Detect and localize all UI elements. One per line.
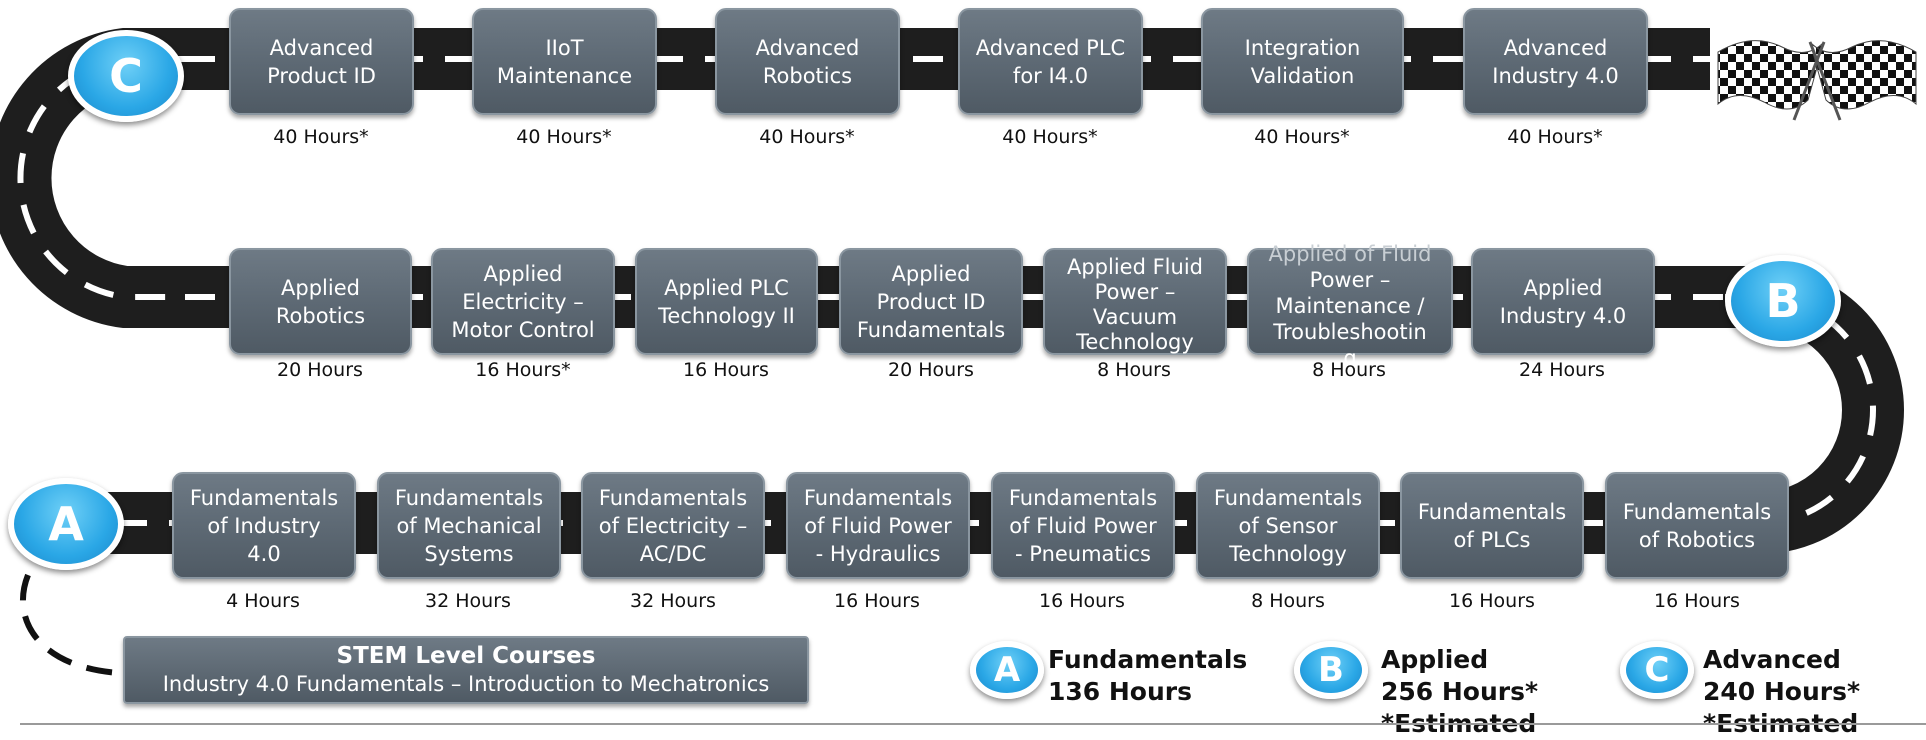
course-hours: 20 Hours <box>277 359 363 381</box>
checkered-flags-icon <box>1717 40 1917 121</box>
course-hours: 40 Hours* <box>273 126 369 148</box>
course-hours: 16 Hours <box>834 590 920 612</box>
bottom-divider <box>20 723 1926 725</box>
course-hours: 40 Hours* <box>1507 126 1603 148</box>
course-hours: 40 Hours* <box>516 126 612 148</box>
course-hours: 32 Hours <box>630 590 716 612</box>
badge-a: A <box>8 478 124 570</box>
course-hours: 16 Hours <box>1449 590 1535 612</box>
course-hours: 16 Hours <box>683 359 769 381</box>
badge-b: B <box>1725 255 1841 347</box>
stem-subtitle: Industry 4.0 Fundamentals – Introduction… <box>162 672 770 696</box>
course-hours: 8 Hours <box>1097 359 1171 381</box>
course-hours: 16 Hours <box>1654 590 1740 612</box>
stem-level-box: STEM Level Courses Industry 4.0 Fundamen… <box>123 636 809 704</box>
course-hours: 40 Hours* <box>759 126 855 148</box>
course-hours: 4 Hours <box>226 590 300 612</box>
course-hours: 8 Hours <box>1251 590 1325 612</box>
course-hours: 20 Hours <box>888 359 974 381</box>
course-hours: 32 Hours <box>425 590 511 612</box>
course-hours: 16 Hours* <box>475 359 571 381</box>
course-hours: 16 Hours <box>1039 590 1125 612</box>
stem-title: STEM Level Courses <box>336 643 596 669</box>
course-hours: 40 Hours* <box>1002 126 1098 148</box>
course-hours: 40 Hours* <box>1254 126 1350 148</box>
legend-badge-a: A <box>970 641 1044 699</box>
course-hours: 8 Hours <box>1312 359 1386 381</box>
legend-badge-b: B <box>1294 641 1368 699</box>
badge-c: C <box>68 30 184 122</box>
legend-badge-c: C <box>1620 641 1694 699</box>
course-hours: 24 Hours <box>1519 359 1605 381</box>
